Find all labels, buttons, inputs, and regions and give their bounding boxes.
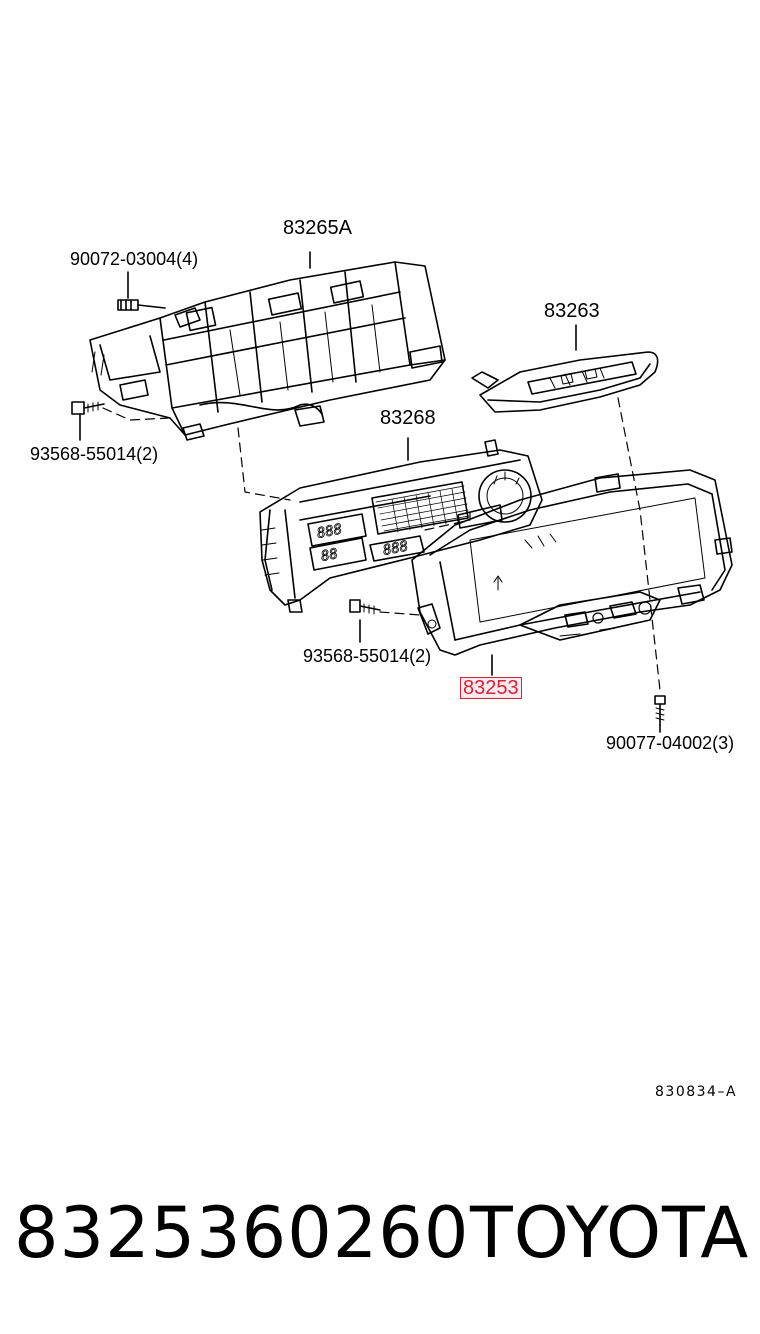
part-number: 8325360260 xyxy=(14,1192,470,1274)
diagram-code: 830834–A xyxy=(655,1084,738,1100)
lcd-center: 888 xyxy=(382,538,410,559)
lcd-lower-left: 88 xyxy=(320,546,340,565)
part-83253-meter-panel xyxy=(411,469,733,676)
part-83268-gauge-board xyxy=(259,437,543,613)
brand-name: TOYOTA xyxy=(470,1192,750,1274)
label-90072-03004: 90072-03004(4) xyxy=(70,249,199,269)
footer: 8325360260 TOYOTA xyxy=(0,1188,760,1288)
screw-90077-icon xyxy=(654,695,666,733)
screw-93568-left-icon xyxy=(71,401,105,441)
label-90077-04002: 90077-04002(3) xyxy=(606,733,735,753)
label-83253-highlighted[interactable]: 83253 xyxy=(460,677,522,699)
part-83265a-rear-housing xyxy=(89,251,446,441)
part-83263-cover xyxy=(471,324,659,413)
label-93568-55014-left: 93568-55014(2) xyxy=(30,444,159,464)
label-83265a: 83265A xyxy=(283,217,352,239)
label-83263: 83263 xyxy=(544,300,600,322)
screw-93568-bottom-icon xyxy=(349,599,381,643)
screw-90072-icon xyxy=(117,271,166,311)
assembly-guide-lines xyxy=(102,397,661,691)
lcd-upper-left: 888 xyxy=(316,521,344,542)
label-93568-55014-bottom: 93568-55014(2) xyxy=(303,646,432,666)
label-83268: 83268 xyxy=(380,407,436,429)
